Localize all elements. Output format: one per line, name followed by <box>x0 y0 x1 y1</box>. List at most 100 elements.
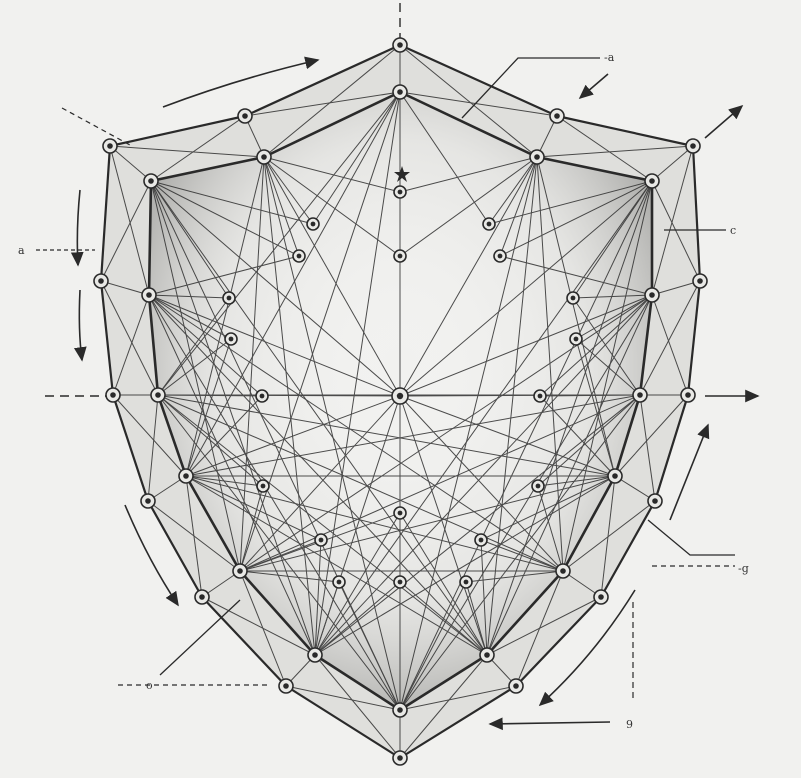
outer-node <box>141 494 155 508</box>
arrow-right-upper-diagonal <box>705 106 742 138</box>
mid-node <box>460 576 472 588</box>
mid-node-dot <box>337 580 342 585</box>
mid-node-dot <box>260 394 265 399</box>
inner-node <box>144 174 158 188</box>
inner-node <box>151 388 165 402</box>
outer-node <box>94 274 108 288</box>
annotation-bottom-left: o <box>146 679 153 692</box>
inner-node-dot <box>649 292 655 298</box>
outer-node <box>238 109 252 123</box>
arrow-left-upper-curved <box>77 190 80 265</box>
mid-node <box>483 218 495 230</box>
outer-node <box>195 590 209 604</box>
inner-node <box>142 288 156 302</box>
outer-node <box>648 494 662 508</box>
inner-node <box>645 288 659 302</box>
inner-node-dot <box>155 392 161 398</box>
mid-node-dot <box>319 538 324 543</box>
annotation-right-upper: c <box>730 224 736 237</box>
arrow-top-right-small <box>580 74 608 98</box>
mid-node-dot <box>229 337 234 342</box>
outer-node-dot <box>110 392 116 398</box>
mid-node <box>293 250 305 262</box>
inner-node <box>633 388 647 402</box>
outer-node-dot <box>98 278 104 284</box>
outer-node <box>693 274 707 288</box>
mid-node <box>394 186 406 198</box>
callout-leader-bottom-left <box>160 600 240 675</box>
outer-node <box>686 139 700 153</box>
inner-node-dot <box>237 568 243 574</box>
mid-node-dot <box>464 580 469 585</box>
outer-node-dot <box>697 278 703 284</box>
inner-node-dot <box>312 652 318 658</box>
outer-node-dot <box>397 42 403 48</box>
outer-node-dot <box>554 113 560 119</box>
mid-node <box>315 534 327 546</box>
arrow-left-lower-curved <box>79 290 82 360</box>
mid-node-dot <box>398 580 403 585</box>
outer-node-dot <box>690 143 696 149</box>
mid-node <box>534 390 546 402</box>
outer-node <box>393 751 407 765</box>
inner-node-dot <box>637 392 643 398</box>
outer-node <box>279 679 293 693</box>
mid-node <box>256 390 268 402</box>
outer-node <box>681 388 695 402</box>
inner-node-dot <box>183 473 189 479</box>
annotation-right-lower: -g <box>738 562 749 575</box>
outer-node <box>550 109 564 123</box>
center-node <box>392 388 408 404</box>
outer-node <box>103 139 117 153</box>
annotation-left-mid: a <box>18 244 25 257</box>
inner-node <box>556 564 570 578</box>
inner-node-dot <box>534 154 540 160</box>
inner-node <box>393 703 407 717</box>
mid-node <box>225 333 237 345</box>
mid-node-dot <box>398 190 403 195</box>
inner-node-dot <box>560 568 566 574</box>
mid-node <box>307 218 319 230</box>
inner-node-dot <box>148 178 154 184</box>
mid-node-dot <box>574 337 579 342</box>
inner-node <box>530 150 544 164</box>
mid-node <box>223 292 235 304</box>
outer-node <box>106 388 120 402</box>
mid-node-dot <box>487 222 492 227</box>
inner-node <box>233 564 247 578</box>
inner-node <box>608 469 622 483</box>
arrow-right-lower-curved <box>670 425 708 520</box>
outer-node-dot <box>685 392 691 398</box>
outer-node-dot <box>242 113 248 119</box>
inner-node-dot <box>612 473 618 479</box>
annotation-top-right: -a <box>604 51 615 64</box>
inner-node-dot <box>649 178 655 184</box>
annotation-bottom-right: 9 <box>626 718 633 731</box>
mid-node-dot <box>297 254 302 259</box>
mid-node <box>570 333 582 345</box>
inner-node <box>480 648 494 662</box>
inner-node <box>179 469 193 483</box>
mid-node <box>333 576 345 588</box>
inner-node <box>645 174 659 188</box>
inner-node-dot <box>397 707 403 713</box>
mid-node <box>257 480 269 492</box>
inner-node-dot <box>261 154 267 160</box>
inner-node <box>393 85 407 99</box>
mid-node <box>394 576 406 588</box>
mid-node-dot <box>571 296 576 301</box>
outer-node <box>509 679 523 693</box>
inner-node-dot <box>397 89 403 95</box>
outer-node-dot <box>598 594 604 600</box>
center-node-dot <box>397 393 403 399</box>
mid-node-dot <box>398 511 403 516</box>
mid-node-dot <box>227 296 232 301</box>
arrow-bottom-horizontal <box>490 722 610 724</box>
mid-node <box>394 250 406 262</box>
mid-node-dot <box>536 484 541 489</box>
mid-node <box>475 534 487 546</box>
inner-node-dot <box>484 652 490 658</box>
outer-node-dot <box>397 755 403 761</box>
